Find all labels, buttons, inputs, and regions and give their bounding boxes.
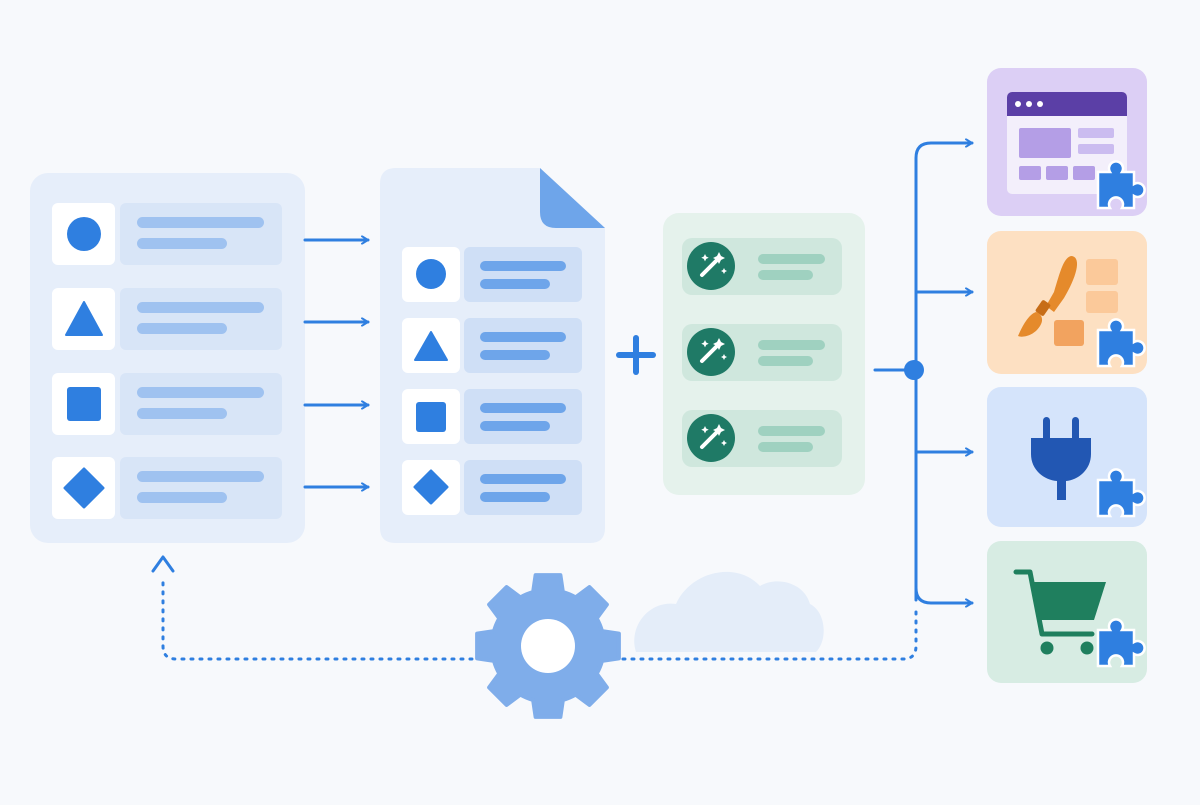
circle-icon [67,217,101,251]
feedback-arrowhead [151,555,175,573]
diamond-icon [63,467,105,509]
branch-arrow [914,586,974,603]
triangle-icon [414,331,448,361]
enhancement-row [682,324,842,381]
enhancements-panel [663,213,865,495]
source-row [52,373,282,435]
output-tile-web [987,68,1147,216]
shopping-cart-icon [1013,569,1106,655]
document-row [402,247,582,302]
document-row [402,318,582,373]
magic-wand-icon [685,326,737,378]
document-fold-corner [540,168,605,228]
plug-icon [1031,417,1091,500]
output-tile-shop [987,541,1147,683]
plus-icon [616,335,656,375]
triangle-icon [65,301,103,336]
magic-wand-icon [685,240,737,292]
diamond-icon [413,469,449,505]
source-row [52,457,282,519]
square-icon [416,402,446,432]
junction-node [904,360,924,380]
document-row [402,460,582,515]
output-tile-plugin [987,387,1147,527]
source-row [52,288,282,350]
paintbrush-palette-icon [1018,256,1118,346]
output-tile-design [987,231,1147,374]
enhancement-row [682,410,842,467]
gear-icon [475,573,621,719]
magic-wand-icon [685,412,737,464]
source-row [52,203,282,265]
document-row [402,389,582,444]
square-icon [67,387,101,421]
mapping-arrows [303,240,370,487]
enhancement-row [682,238,842,295]
feedback-loop-line [161,578,918,661]
source-list-panel [30,173,305,543]
cloud-icon [634,571,824,652]
circle-icon [416,259,446,289]
document-panel [380,168,605,543]
browser-window-icon [1007,92,1127,194]
gear-hole [521,619,575,673]
